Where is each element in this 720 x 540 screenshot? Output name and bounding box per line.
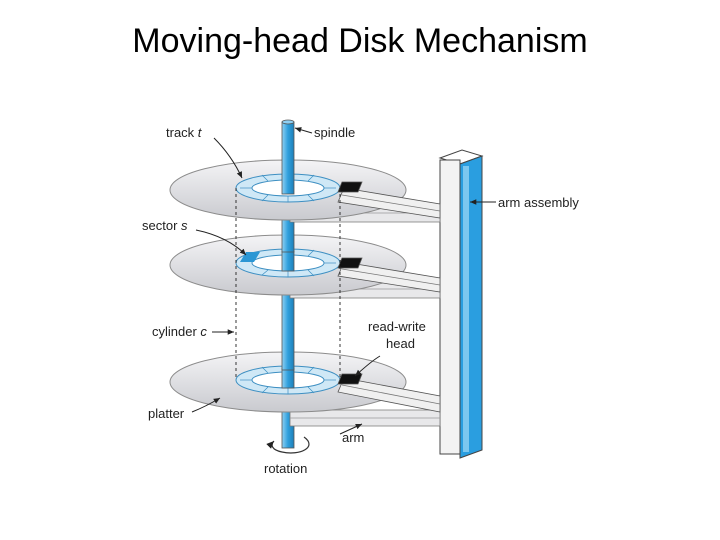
label-head: head <box>386 336 415 351</box>
label-track: track t <box>166 125 203 140</box>
label-arm: arm <box>342 430 364 445</box>
platter-middle <box>169 234 441 299</box>
read-write-head-top <box>337 181 363 193</box>
label-rotation: rotation <box>264 461 307 476</box>
label-sector: sector s <box>142 218 188 233</box>
label-cylinder: cylinder c <box>152 324 207 339</box>
spindle-top <box>281 121 295 195</box>
label-read-write: read-write <box>368 319 426 334</box>
arm-assembly-column <box>438 149 484 459</box>
leader-lines <box>191 127 496 435</box>
label-platter: platter <box>148 406 185 421</box>
read-write-head-middle <box>337 257 363 269</box>
read-write-head-bottom <box>337 373 363 385</box>
cylinder-outline <box>235 188 341 380</box>
platter-top <box>169 159 441 223</box>
platter-bottom <box>169 351 441 427</box>
slide-title: Moving-head Disk Mechanism <box>132 22 588 60</box>
rotation-arrow <box>266 436 310 454</box>
label-arm-assembly: arm assembly <box>498 195 579 210</box>
label-spindle: spindle <box>314 125 355 140</box>
